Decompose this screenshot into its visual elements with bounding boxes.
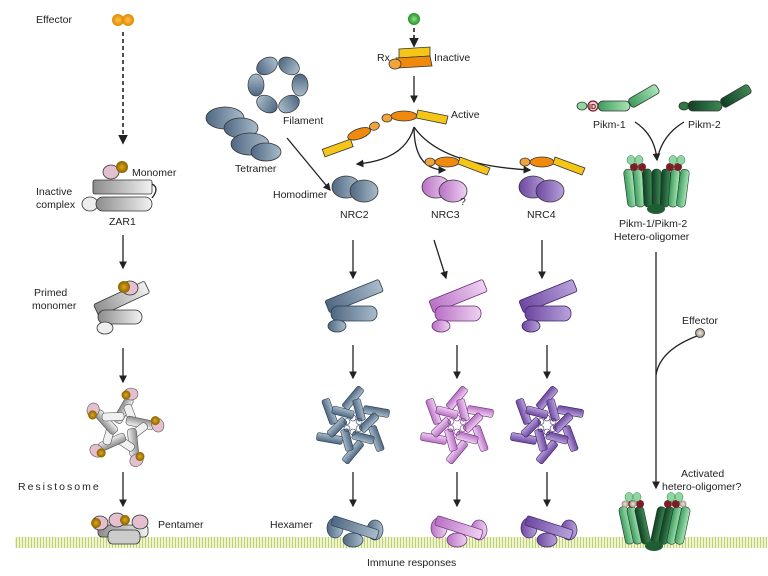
filament-label: Filament [283,115,323,127]
pikm-pathway: ID Pikm-1 Pikm-2 Pikm-1/Pikm-2 Hetero-ol… [576,84,752,551]
primed-monomer-label-1: Primed [34,287,67,299]
nrc3-resistosome-top-view-icon [420,385,494,465]
nrc3-hexamer-icon [430,515,488,548]
pikm1-icon: ID [576,84,660,112]
nrc4-resistosome-top-view-icon [510,385,584,465]
plasma-membrane [15,537,767,548]
effector-label-right: Effector [682,315,718,327]
zar1-pentamer-icon [91,512,149,545]
resistosome-label: Resistosome [18,481,101,493]
inactive-complex-label-2: complex [36,199,76,211]
pikm1-id-label: ID [589,104,596,111]
pentamer-label: Pentamer [158,519,204,531]
rx-activation: Rx Inactive Active [321,13,586,176]
primed-monomer-label-2: monomer [32,300,77,312]
pikm-hetero-oligomer-icon [623,155,690,214]
rx-inactive-icon [388,46,433,70]
activated-label-2: hetero-oligomer? [662,481,742,493]
pikm2-icon [678,84,752,112]
nrc2-primed-icon [324,279,384,333]
activated-label-1: Activated [681,468,724,480]
effector-right-icon [695,328,705,338]
rx-bound-nrc2-icon [321,121,380,158]
nrc4-primed-icon [518,279,578,333]
nrc4-homodimer-icon [518,175,565,203]
zar1-pathway: Effector Monomer Inactive complex ZAR1 [18,14,204,545]
nrc3-label: NRC3 [431,209,460,221]
rx-bound-nrc3-icon [424,156,491,176]
pikm2-label: Pikm-2 [688,119,721,131]
rx-bound-nrc4-icon [519,156,586,176]
pikm-activated-oligomer-icon [618,492,691,551]
homodimer-label: Homodimer [273,189,328,201]
nrc3-homodimer-icon [421,175,468,203]
nrc3-primed-icon [428,279,488,333]
nrc2-hexamer-icon [326,515,384,548]
nrc-filament-icon [247,56,309,114]
hetero-oligomer-label-1: Pikm-1/Pikm-2 [619,218,687,230]
nrc2-resistosome-top-view-icon [316,385,390,465]
monomer-label: Monomer [132,167,177,179]
effector-dimer-icon [112,14,134,26]
immune-responses-label: Immune responses [367,557,456,569]
nrc2-label: NRC2 [340,209,369,221]
tetramer-label: Tetramer [235,163,277,175]
nrc-tetramer-icon [205,106,282,162]
effector-ball-icon [408,13,420,25]
pikm1-label: Pikm-1 [593,119,626,131]
inactive-complex-label-1: Inactive [36,186,72,198]
nrc2-homodimer-icon [331,175,379,203]
nrc4-label: NRC4 [527,209,556,221]
hexamer-label: Hexamer [270,519,313,531]
nrc3-question-mark: ? [460,196,466,208]
nrc4-hexamer-icon [520,515,578,548]
active-label: Active [451,109,480,121]
effector-label-top: Effector [36,14,72,26]
zar1-label: ZAR1 [109,216,136,228]
hetero-oligomer-label-2: Hetero-oligomer [614,231,690,243]
zar1-inactive-complex-icon [81,161,157,212]
rx-label: Rx [377,52,391,64]
zar1-primed-monomer-icon [93,280,150,335]
rx-active-icon [381,109,449,125]
zar1-resistosome-top-view-icon [86,387,165,467]
inactive-label: Inactive [434,52,470,64]
